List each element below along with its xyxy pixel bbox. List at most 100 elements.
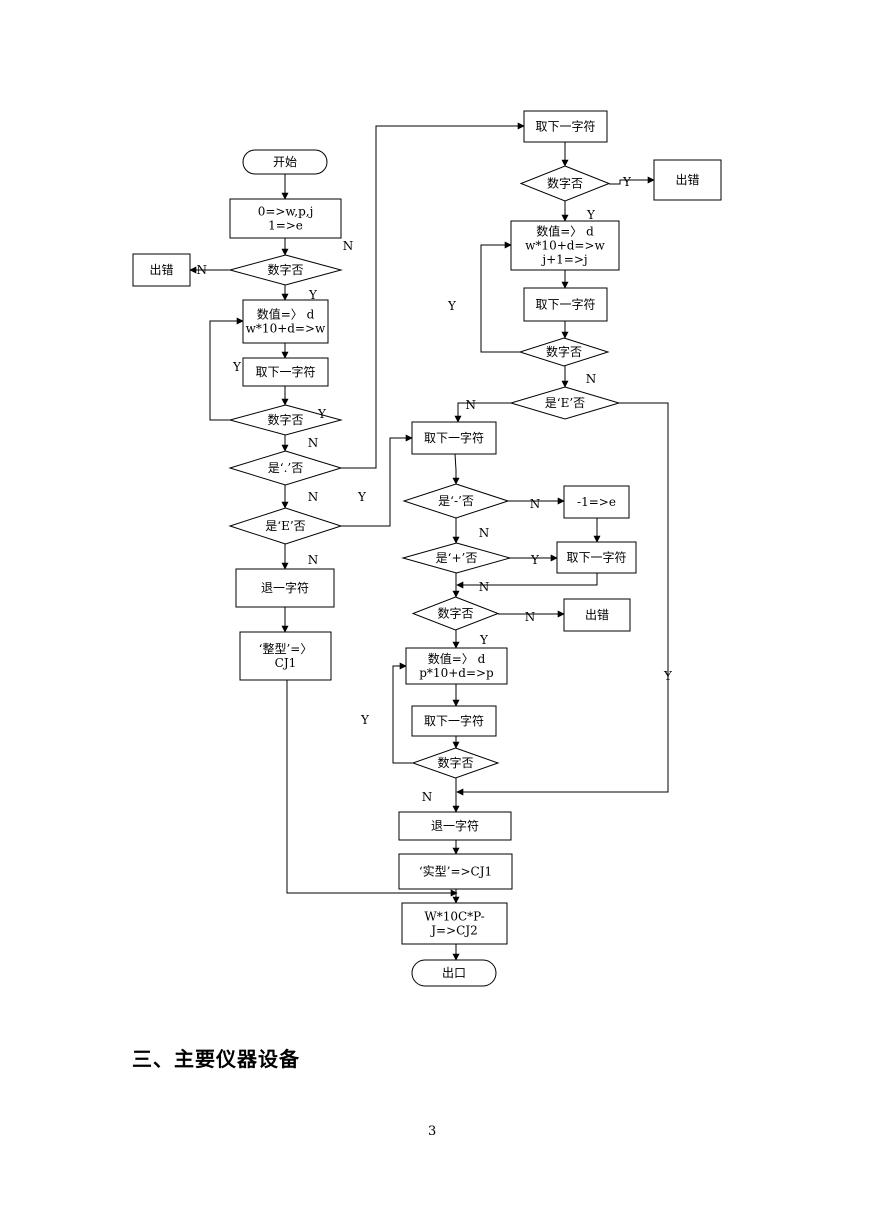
node-plus: 是‘+’否 bbox=[401, 542, 512, 574]
node-n2: 取下一字符 bbox=[523, 110, 608, 143]
edge-label: Y bbox=[447, 299, 457, 313]
node-start: 开始 bbox=[242, 149, 328, 175]
node-label: 取下一字符 bbox=[424, 430, 484, 445]
edge-label: Y bbox=[586, 208, 596, 222]
node-n5: 取下一字符 bbox=[556, 541, 637, 574]
node-minus: 是‘-’否 bbox=[402, 483, 510, 519]
node-label: 取下一字符 bbox=[535, 119, 595, 134]
node-neg: -1=>e bbox=[563, 485, 630, 519]
edge-label: Y bbox=[622, 175, 632, 189]
node-label: CJ1 bbox=[275, 656, 297, 670]
flow-arrow bbox=[609, 176, 655, 185]
edge-label: Y bbox=[317, 407, 327, 421]
edge-label: N bbox=[308, 553, 319, 567]
node-label: 数字否 bbox=[267, 412, 303, 427]
edge-label: Y bbox=[479, 633, 489, 647]
node-label: 数字否 bbox=[546, 344, 582, 359]
node-d2: 数字否 bbox=[228, 404, 343, 436]
node-err2: 出错 bbox=[653, 159, 722, 201]
flow-arrow bbox=[286, 680, 458, 897]
edge-label: N bbox=[586, 372, 597, 386]
node-real: ‘实型’=>CJ1 bbox=[398, 853, 513, 890]
flow-arrow bbox=[341, 434, 413, 527]
node-label: 出错 bbox=[149, 263, 173, 277]
node-label: 是‘.’否 bbox=[268, 461, 303, 475]
node-label: 数字否 bbox=[267, 262, 303, 277]
node-err1: 出错 bbox=[132, 253, 191, 287]
node-label: j+1=>j bbox=[540, 253, 587, 267]
node-label: 是‘-’否 bbox=[438, 494, 474, 508]
node-label: 数值=〉 d bbox=[536, 224, 594, 239]
edge-label: Y bbox=[308, 288, 318, 302]
node-dot: 是‘.’否 bbox=[228, 450, 343, 486]
node-n1: 取下一字符 bbox=[242, 357, 329, 387]
node-label: 数字否 bbox=[437, 755, 473, 770]
node-d1: 数字否 bbox=[228, 254, 343, 286]
node-label: 数字否 bbox=[547, 176, 583, 191]
node-label: 0=>w,p,j bbox=[258, 205, 314, 219]
node-label: 出口 bbox=[442, 966, 466, 980]
flow-arrow bbox=[454, 402, 511, 423]
node-label: 取下一字符 bbox=[535, 297, 595, 312]
edge-label: Y bbox=[663, 669, 673, 683]
edge-label: N bbox=[479, 580, 490, 594]
flow-arrow bbox=[209, 317, 244, 421]
node-label: 1=>e bbox=[268, 219, 303, 233]
node-n4: 取下一字符 bbox=[411, 421, 497, 455]
node-label: 取下一字符 bbox=[424, 713, 484, 728]
node-calc: W*10C*P-J=>CJ2 bbox=[401, 902, 508, 945]
node-label: ‘实型’=>CJ1 bbox=[419, 864, 492, 879]
node-n6: 取下一字符 bbox=[411, 705, 497, 737]
edge-label: N bbox=[525, 610, 536, 624]
edge-label: Y bbox=[232, 360, 242, 374]
node-label: p*10+d=>p bbox=[419, 666, 494, 680]
flow-arrow bbox=[456, 402, 669, 796]
node-label: -1=>e bbox=[577, 495, 616, 509]
node-label: 取下一字符 bbox=[566, 550, 626, 565]
node-label: 开始 bbox=[273, 155, 297, 169]
node-label: 退一字符 bbox=[261, 580, 309, 595]
node-label: 是‘E’否 bbox=[545, 396, 585, 410]
node-v1: 数值=〉 dw*10+d=>w bbox=[242, 299, 329, 344]
node-back2: 退一字符 bbox=[398, 811, 512, 841]
node-err3: 出错 bbox=[563, 598, 631, 632]
edge-label: N bbox=[308, 490, 319, 504]
node-label: W*10C*P- bbox=[424, 910, 484, 924]
flow-arrow bbox=[480, 241, 520, 353]
node-label: J=>CJ2 bbox=[429, 924, 478, 938]
node-n3: 取下一字符 bbox=[523, 287, 608, 322]
node-int: ‘整型’=〉CJ1 bbox=[239, 631, 332, 681]
node-d6: 数字否 bbox=[411, 747, 500, 779]
edge-label: Y bbox=[357, 490, 367, 504]
edge-label: Y bbox=[530, 553, 540, 567]
flow-arrow bbox=[452, 453, 460, 485]
node-label: 是‘+’否 bbox=[436, 551, 478, 565]
edge-label: N bbox=[343, 239, 354, 253]
node-label: 数值=〉 d bbox=[257, 307, 315, 322]
node-exit: 出口 bbox=[411, 959, 497, 987]
node-label: 数值=〉 d bbox=[428, 651, 486, 666]
node-d5: 数字否 bbox=[411, 596, 500, 631]
node-v2: 数值=〉 dw*10+d=>wj+1=>j bbox=[510, 220, 620, 271]
node-label: 出错 bbox=[675, 173, 699, 187]
node-label: w*10+d=>w bbox=[246, 322, 326, 336]
node-label: 退一字符 bbox=[431, 818, 479, 833]
flow-arrow bbox=[392, 662, 413, 764]
node-init: 0=>w,p,j1=>e bbox=[229, 198, 342, 239]
node-back1: 退一字符 bbox=[235, 568, 335, 608]
page-number: 3 bbox=[428, 1124, 437, 1139]
node-isE2: 是‘E’否 bbox=[509, 386, 621, 420]
edge-label: Y bbox=[360, 713, 370, 727]
edge-label: N bbox=[479, 526, 490, 540]
node-label: ‘整型’=〉 bbox=[259, 641, 313, 656]
flow-arrow bbox=[456, 573, 598, 589]
node-isE1: 是‘E’否 bbox=[228, 507, 343, 545]
node-label: 出错 bbox=[585, 608, 609, 622]
edge-label: N bbox=[197, 263, 208, 277]
edge-label: N bbox=[308, 436, 319, 450]
node-label: 取下一字符 bbox=[255, 364, 315, 379]
node-label: 数字否 bbox=[437, 606, 473, 621]
edge-label: N bbox=[422, 790, 433, 804]
